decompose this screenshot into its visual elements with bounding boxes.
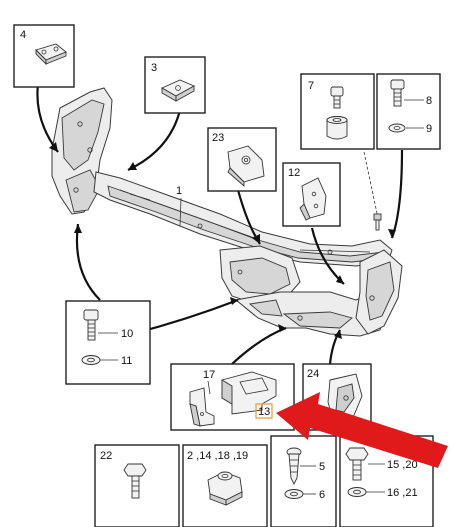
washer-part-9 — [388, 123, 406, 133]
washer-part-11 — [81, 355, 101, 365]
washer-part-16 — [347, 487, 367, 497]
callout-label-15-20: 15 ,20 — [387, 459, 418, 471]
callout-box-4: 4 — [13, 24, 75, 88]
callout-label-10: 10 — [121, 328, 133, 340]
callout-label-5: 5 — [319, 461, 325, 473]
callout-label-13: 13 — [258, 406, 270, 418]
callout-label-8: 8 — [426, 95, 432, 107]
nut-part-2 — [207, 471, 243, 506]
callout-box-2-14-18-19: 2 ,14 ,18 ,19 — [182, 444, 268, 527]
highlight-box-13 — [255, 403, 273, 419]
frame-bolt — [373, 213, 382, 231]
bolt-part-15 — [345, 447, 369, 481]
callout-box-23: 23 — [207, 127, 277, 192]
bolt-part-7 — [330, 86, 344, 109]
callout-label-16-21: 16 ,21 — [387, 487, 418, 499]
callout-label-1: 1 — [176, 185, 182, 197]
screw-part-5 — [286, 447, 302, 486]
main-front-frame — [51, 87, 403, 337]
callout-box-10-11: 10 11 — [65, 300, 151, 385]
red-arrow-shape — [276, 392, 448, 468]
bracket-part-17 — [189, 387, 215, 427]
red-arrow-icon — [276, 392, 448, 468]
callout-box-3: 3 — [144, 56, 206, 114]
callout-label-24: 24 — [307, 368, 319, 380]
callout-label-22: 22 — [100, 450, 112, 462]
callout-label-17: 17 — [203, 369, 215, 381]
callout-box-12: 12 — [282, 162, 341, 227]
bolt-part-8 — [390, 79, 405, 107]
bracket-part-12 — [299, 177, 327, 221]
clip-part-4 — [35, 43, 67, 66]
callout-box-8-9: 8 9 — [376, 73, 441, 150]
washer-part-6 — [284, 489, 304, 499]
callout-label-9: 9 — [426, 123, 432, 135]
callout-label-6: 6 — [319, 489, 325, 501]
callout-label-3: 3 — [151, 62, 157, 74]
callout-box-7: 7 — [300, 73, 375, 150]
callout-label-7: 7 — [308, 80, 314, 92]
callout-label-4: 4 — [20, 29, 26, 41]
callout-label-11: 11 — [121, 355, 132, 367]
callout-label-23: 23 — [212, 132, 224, 144]
callout-box-5-6: 5 6 — [270, 435, 337, 527]
callout-label-12: 12 — [288, 167, 300, 179]
bolt-part-10 — [83, 309, 99, 341]
bolt-part-22 — [123, 463, 147, 499]
bushing-part-7 — [326, 116, 348, 140]
clip-part-3 — [161, 79, 196, 102]
bracket-part-23 — [227, 145, 265, 187]
callout-label-2-14-18-19: 2 ,14 ,18 ,19 — [187, 450, 248, 462]
callout-box-22: 22 — [94, 444, 180, 527]
callout-box-17-13: 17 13 — [170, 363, 295, 431]
